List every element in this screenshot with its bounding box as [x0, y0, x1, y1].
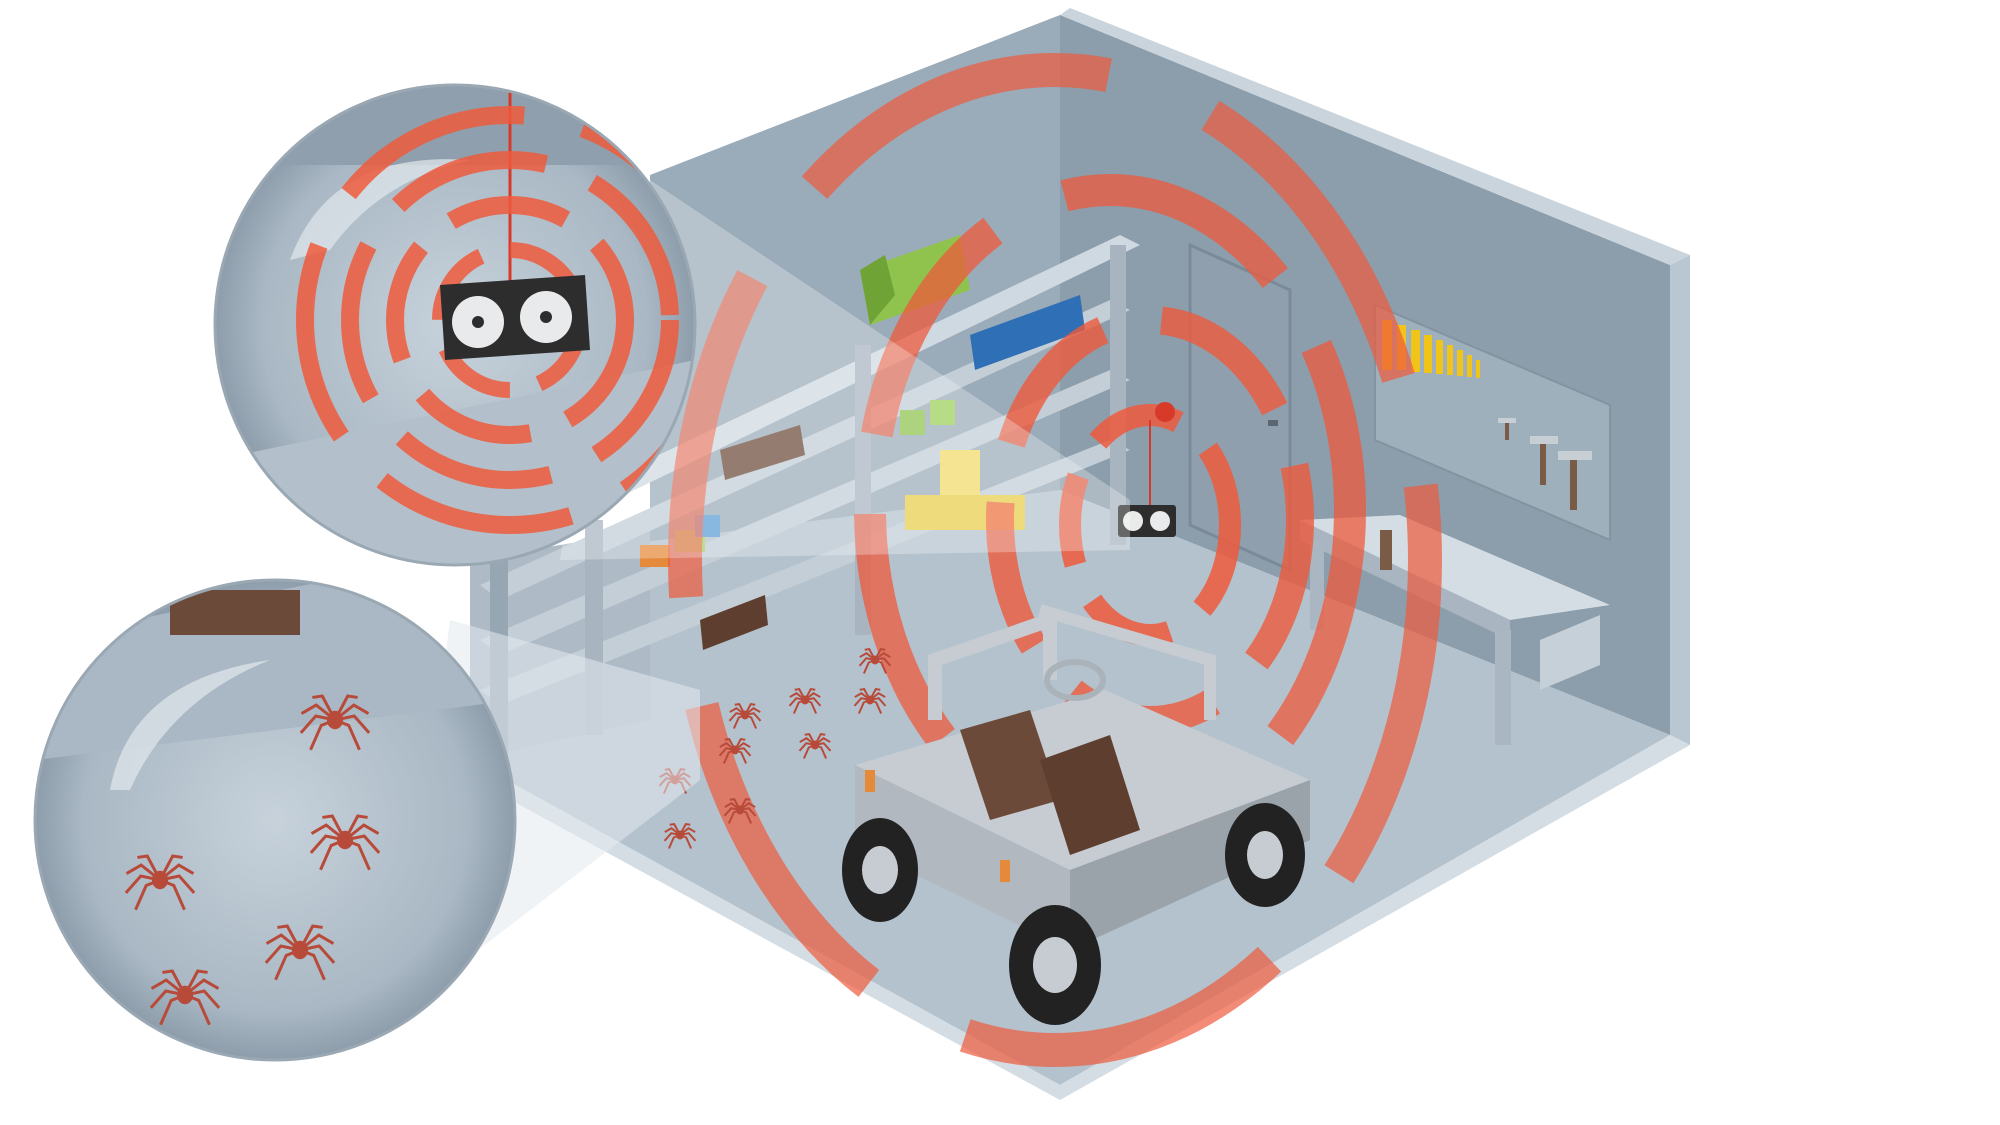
right-wall-edge — [1670, 255, 1690, 745]
cargo-box — [1040, 735, 1140, 855]
spider-icon — [309, 814, 381, 871]
tail-light — [1000, 860, 1010, 882]
cart-front — [855, 765, 1070, 950]
box-yellow — [940, 450, 980, 495]
wheel — [1009, 905, 1101, 1025]
shelf-board — [480, 300, 1130, 600]
spider-icon — [798, 733, 832, 759]
box-green — [930, 400, 955, 425]
cargo-box — [960, 710, 1060, 820]
ultrasonic-repeller-icon — [1118, 402, 1176, 537]
vise — [1380, 530, 1392, 570]
pegboard-panel — [1374, 303, 1611, 542]
box-blue — [970, 295, 1085, 370]
right-wall — [1060, 15, 1670, 735]
wheel — [1225, 803, 1305, 907]
cart-rollbar — [928, 610, 1057, 720]
lens-glare — [290, 159, 470, 260]
spider-icon — [149, 969, 221, 1026]
power-light — [1155, 402, 1175, 422]
spider-icon — [723, 798, 757, 824]
tail-light — [865, 770, 875, 792]
hammer-icon — [1498, 418, 1592, 510]
box-green — [900, 410, 925, 435]
spider-icon — [853, 688, 887, 714]
shelf-board — [480, 370, 1130, 655]
crate-icon — [720, 425, 805, 480]
spider-icon — [663, 823, 697, 849]
spider-icon — [728, 703, 762, 729]
spider-group — [124, 694, 381, 1026]
workbench-leg — [1495, 630, 1511, 745]
ultrasonic-repeller-icon — [440, 275, 590, 360]
spider-icon — [264, 924, 336, 981]
shelf-post — [1110, 245, 1126, 545]
spider-icon — [788, 688, 822, 714]
door-handle — [1268, 420, 1278, 426]
top-wall-edge — [1060, 8, 1690, 265]
zoom-beam-top — [560, 160, 1130, 560]
box-orange — [640, 545, 670, 567]
toolbox-side — [860, 255, 895, 325]
spider-icon — [124, 854, 196, 911]
spider-icon — [858, 648, 892, 674]
workbench-top — [1300, 515, 1610, 620]
workbench-leg — [1310, 540, 1324, 630]
spiders-closeup — [33, 578, 517, 1062]
workbench-drawer — [1540, 615, 1600, 690]
crate-icon — [700, 595, 768, 650]
spider-icon — [718, 738, 752, 764]
wheel — [842, 818, 918, 922]
cart-icon — [842, 604, 1310, 1025]
steering-wheel — [1044, 659, 1106, 701]
cart-rollbar — [1038, 604, 1216, 720]
spider-icon — [299, 694, 371, 751]
lens-glare — [110, 660, 270, 790]
